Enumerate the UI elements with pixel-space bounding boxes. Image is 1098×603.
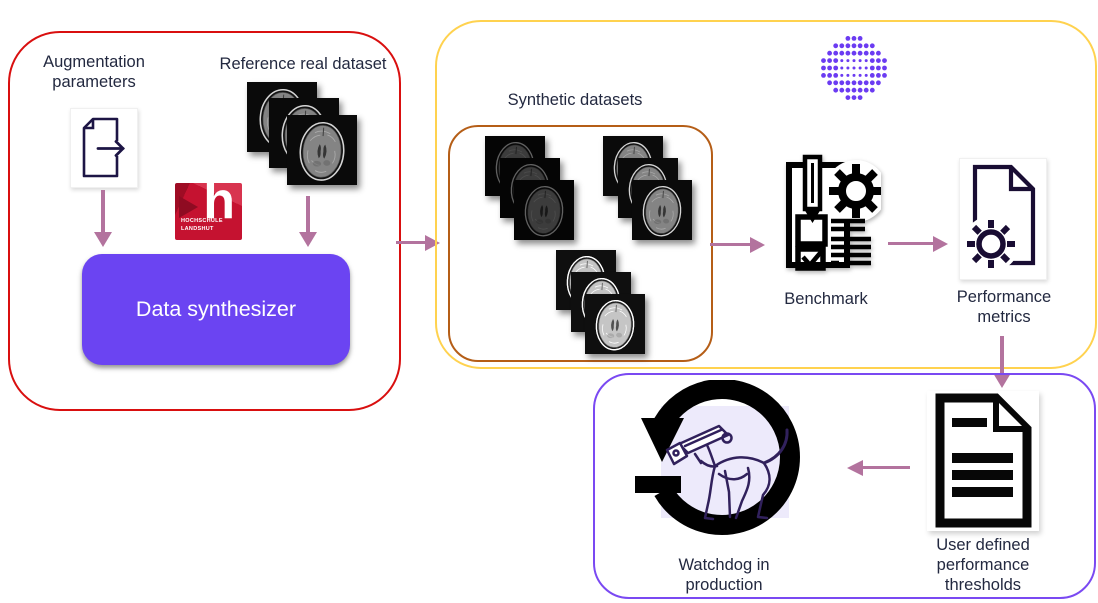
data-synthesizer-box: Data synthesizer [82,254,350,365]
brain-mri-image [287,115,357,185]
brain-mri-image [632,180,692,240]
synthetic-stack-1 [485,136,574,240]
dot-circle-logo [819,33,889,103]
performance-document-gear-icon [959,158,1047,280]
arrow-augmentation-to-synthesizer [101,190,105,232]
arrow-performance-to-thresholds [1000,336,1004,373]
arrow-reference-to-synthesizer [306,196,310,232]
document-export-icon [70,108,138,188]
performance-metrics-label: Performance metrics [956,288,1052,327]
user-thresholds-document-icon [927,391,1039,531]
synthetic-stack-2 [603,136,692,240]
reference-dataset-stack [247,82,357,185]
benchmark-label: Benchmark [784,290,868,308]
data-synthesizer-label: Data synthesizer [135,297,297,321]
input-panel: Augmentation parameters Reference real d… [8,31,401,411]
synthetic-datasets-label: Synthetic datasets [507,91,643,109]
user-defined-thresholds-label: User defined performance thresholds [936,536,1030,595]
arrow-thresholds-to-watchdog [863,466,910,469]
watchdog-in-production-label: Watchdog in production [678,556,770,595]
brain-mri-image [585,294,645,354]
production-panel: Watchdog in production User defined perf… [593,373,1096,599]
watchdog-dog-camera-loop-icon [635,380,800,535]
synthetic-datasets-box [448,125,713,362]
benchmark-checklist-gear-icon [786,154,881,271]
evaluation-panel: Synthetic datasets [435,20,1097,369]
arrow-input-to-evaluation [396,241,425,244]
arrow-synthetic-to-benchmark [710,243,750,246]
logo-letter: h [203,183,235,230]
arrow-benchmark-to-performance [888,242,933,245]
reference-real-dataset-label: Reference real dataset [219,55,387,73]
augmentation-parameters-label: Augmentation parameters [43,53,145,92]
brain-mri-image [514,180,574,240]
synthetic-stack-3 [556,250,645,354]
